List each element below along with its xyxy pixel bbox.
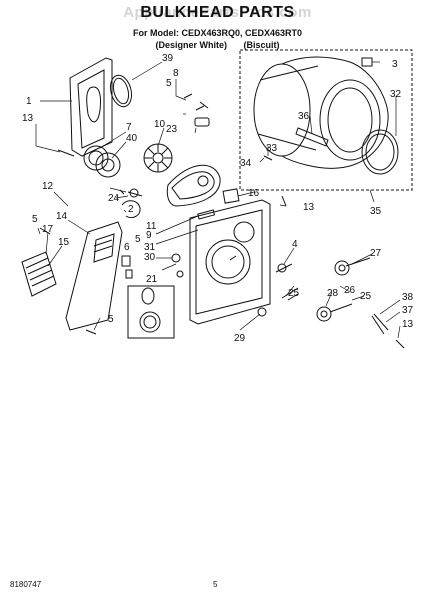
callout-39: 39	[162, 53, 174, 64]
callout-5c: 5	[135, 234, 141, 245]
callout-11: 11	[146, 221, 157, 232]
upper-bulkhead-panel	[69, 57, 113, 157]
lint-screen	[21, 251, 57, 297]
bearing-housing	[83, 145, 109, 171]
drum-seal	[361, 129, 399, 175]
callout-32: 32	[390, 89, 402, 100]
callout-33: 33	[266, 143, 278, 154]
callout-5d: 5	[108, 314, 114, 325]
callout-36: 36	[298, 111, 310, 122]
callout-35: 35	[370, 206, 382, 217]
callout-13b: 13	[303, 202, 315, 213]
callout-26: 26	[344, 285, 356, 296]
drum-group-box	[239, 49, 413, 191]
callout-4: 4	[292, 239, 298, 250]
drive-belt	[166, 164, 221, 207]
callout-31: 31	[144, 242, 156, 253]
callout-9: 9	[146, 230, 152, 241]
callout-5: 5	[166, 78, 172, 89]
model-numbers: For Model: CEDX463RQ0, CEDX463RT0	[132, 28, 303, 38]
callout-27: 27	[370, 248, 382, 259]
callout-10: 10	[154, 119, 166, 130]
callout-13: 13	[22, 113, 34, 124]
callout-12: 12	[42, 181, 54, 192]
callout-6: 6	[124, 242, 130, 253]
dryer-drum	[281, 56, 389, 169]
callout-38: 38	[402, 292, 414, 303]
screw-8	[199, 101, 209, 109]
page-title: BULKHEAD PARTS	[140, 4, 295, 21]
callout-25: 25	[288, 288, 300, 299]
callout-15: 15	[58, 237, 70, 248]
color-designer-white: (Designer White)	[155, 40, 227, 50]
callout-1: 1	[26, 96, 32, 107]
callout-28: 28	[327, 288, 339, 299]
callout-13c: 13	[402, 319, 414, 330]
callout-14: 14	[56, 211, 68, 222]
callout-34: 34	[240, 158, 252, 169]
callout-2: 2	[128, 204, 134, 215]
color-variants: (Designer White) (Biscuit)	[0, 40, 435, 50]
watermark-text: AppliancePartsPros.com	[123, 4, 312, 21]
hardware-box	[127, 285, 175, 339]
callout-25b: 25	[360, 291, 372, 302]
gasket-ring	[109, 74, 133, 108]
callout-29: 29	[234, 333, 246, 344]
callout-5b: 5	[32, 214, 38, 225]
drum-roller	[334, 260, 350, 276]
callout-7: 7	[126, 122, 132, 133]
callout-21: 21	[146, 274, 158, 285]
callout-40: 40	[126, 133, 138, 144]
color-biscuit: (Biscuit)	[243, 40, 280, 50]
idler-4	[277, 263, 287, 273]
callout-24: 24	[108, 193, 120, 204]
thermal-fuse	[222, 188, 240, 204]
callout-23: 23	[166, 124, 178, 135]
document-number: 8180747	[10, 580, 42, 589]
callout-16: 16	[248, 188, 260, 199]
callout-30: 30	[144, 252, 156, 263]
callout-17: 17	[42, 224, 54, 235]
felt-seal	[95, 152, 121, 178]
lint-duct	[65, 221, 123, 331]
callout-8: 8	[173, 68, 179, 79]
callout-3: 3	[392, 59, 398, 70]
callout-37: 37	[402, 305, 414, 316]
front-bulkhead	[189, 199, 271, 325]
dryer-drum-rear	[253, 63, 311, 157]
page-number: 5	[213, 580, 218, 589]
